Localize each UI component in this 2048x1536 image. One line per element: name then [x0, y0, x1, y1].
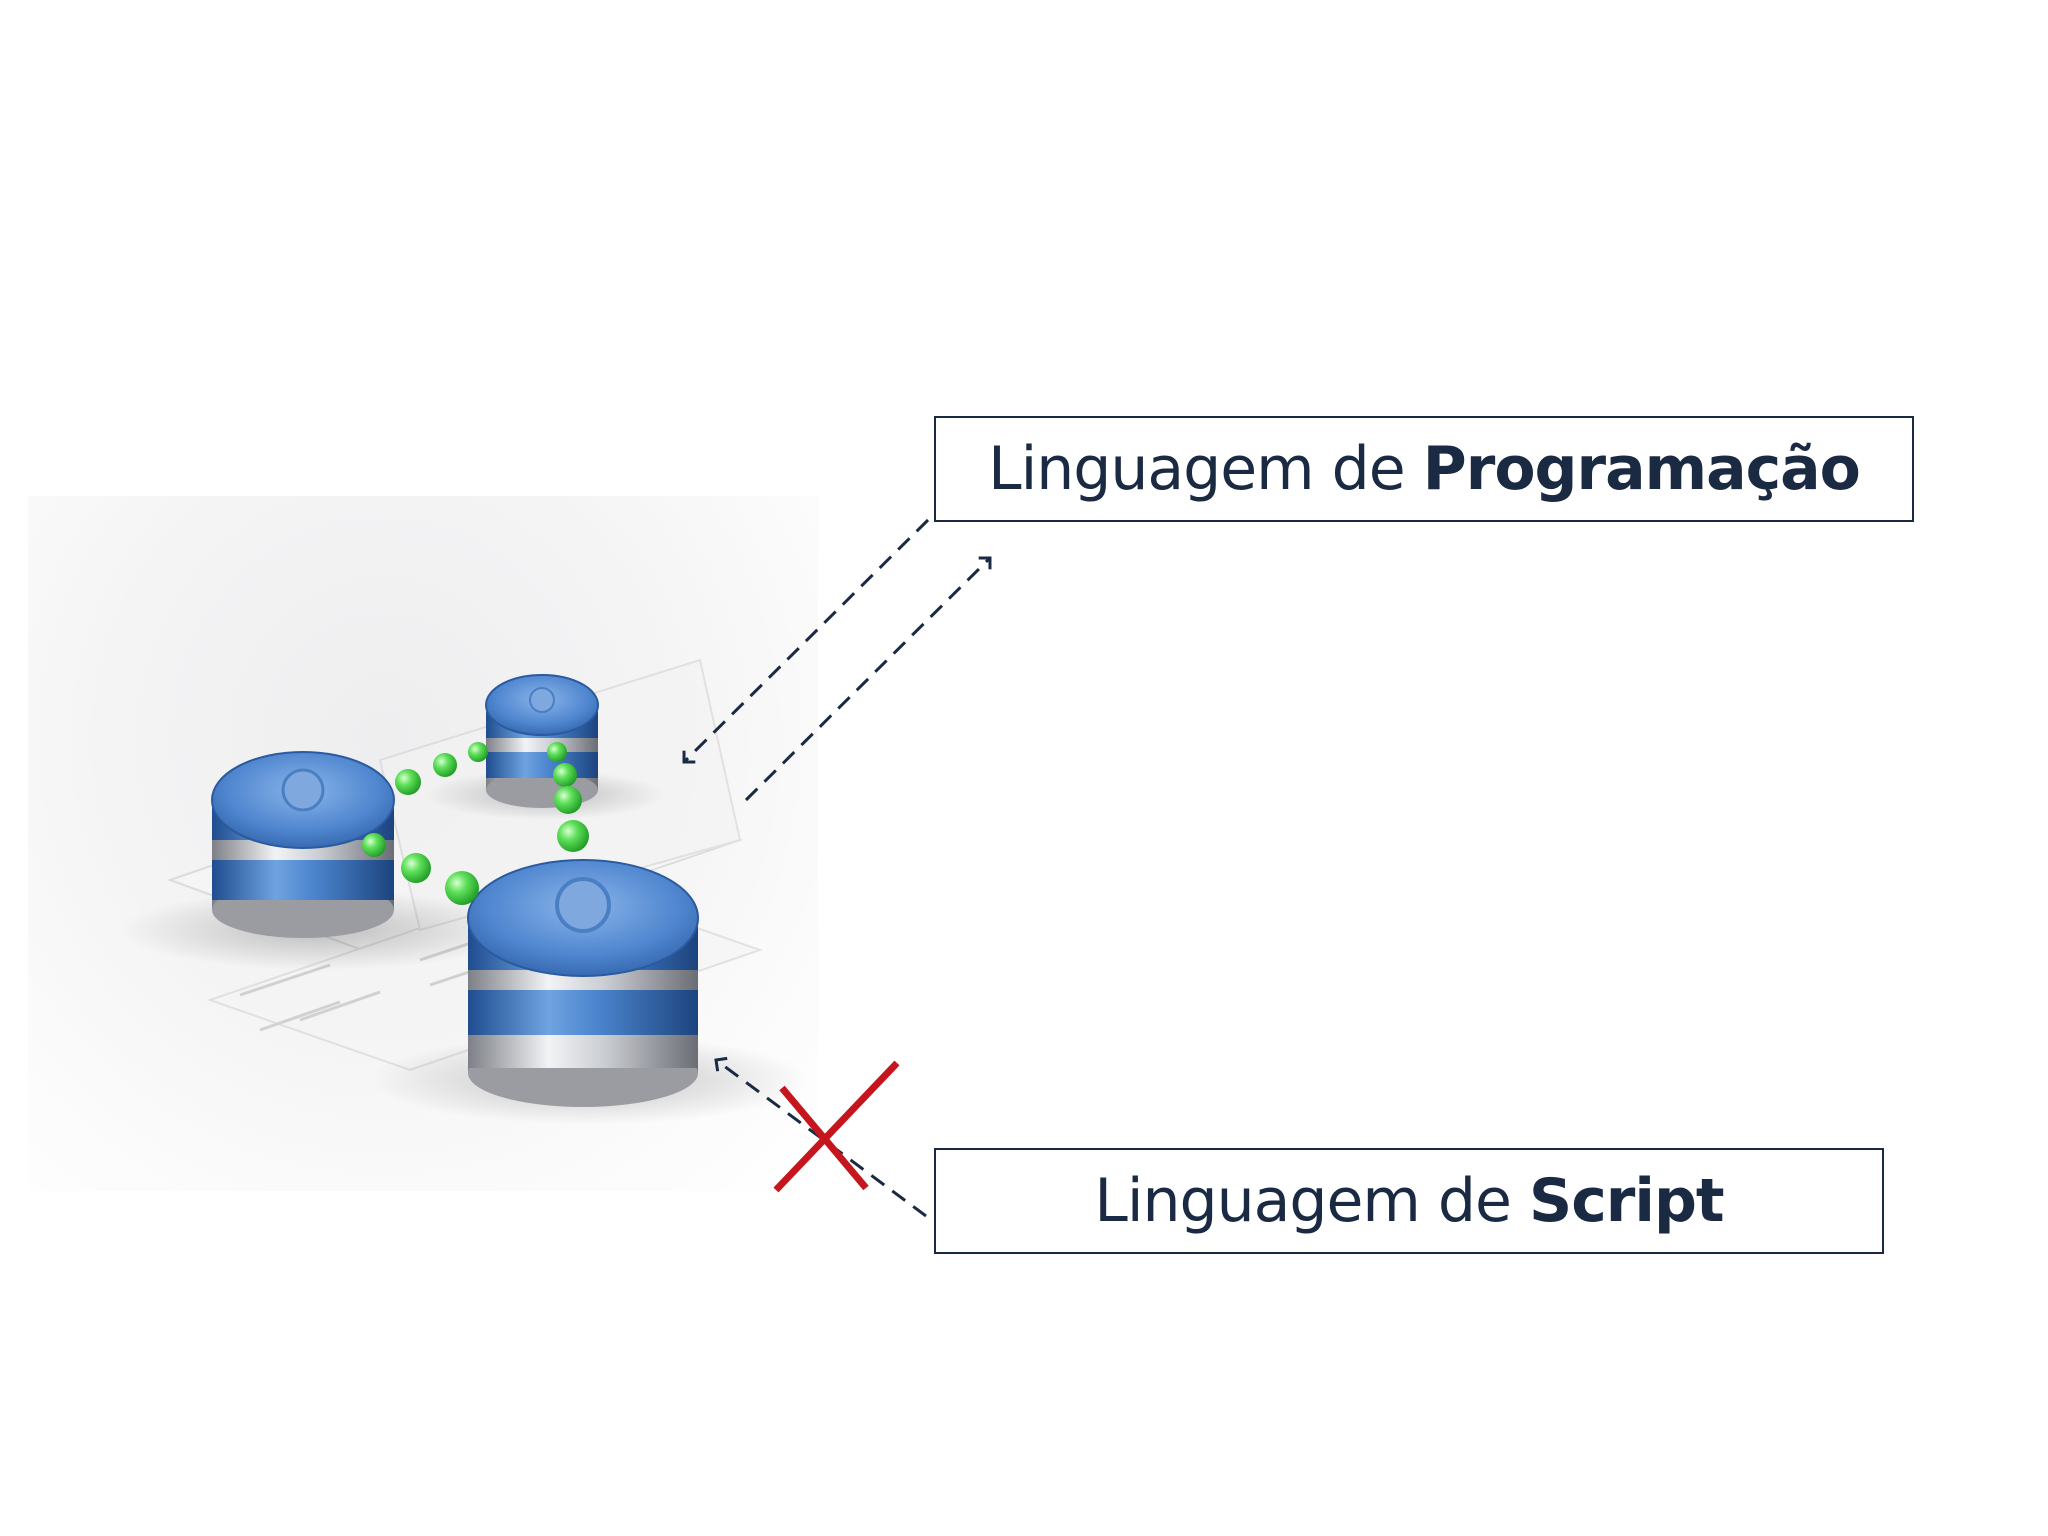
script-language-label: Linguagem de Script — [934, 1148, 1884, 1254]
database-large-icon — [467, 859, 699, 1107]
programming-label-emphasis: Programação — [1422, 434, 1861, 504]
database-left-icon — [211, 751, 395, 938]
arrow-programming-to-db — [682, 518, 930, 764]
database-small-icon — [485, 674, 599, 808]
arrow-db-to-programming — [744, 556, 992, 802]
script-label-prefix: Linguagem de — [1094, 1166, 1512, 1236]
programming-label-prefix: Linguagem de — [988, 434, 1406, 504]
connection-nodes — [362, 742, 589, 905]
red-x-icon — [773, 1060, 900, 1193]
programming-language-label: Linguagem de Programação — [934, 416, 1914, 522]
script-label-emphasis: Script — [1529, 1166, 1725, 1236]
